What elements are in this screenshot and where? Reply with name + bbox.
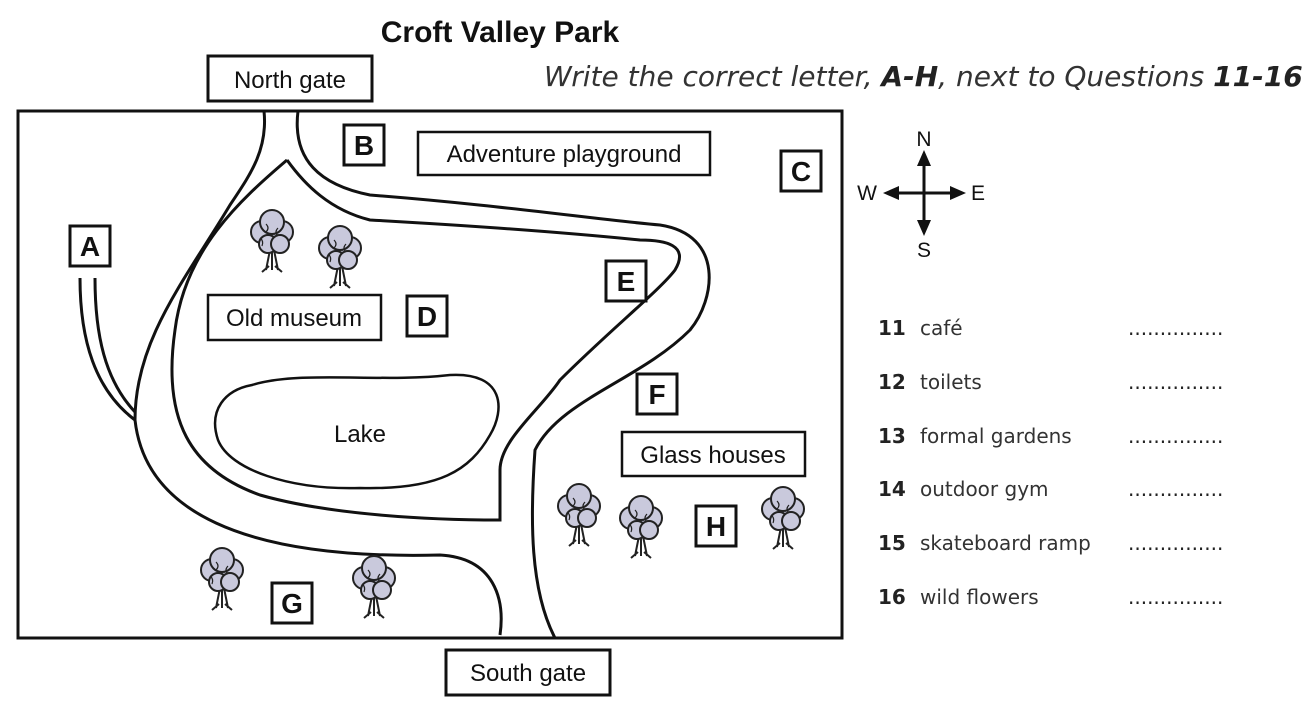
letter-f-box: F: [635, 372, 679, 416]
tree-icon: [200, 547, 244, 611]
question-row: 16 wild flowers ...............: [878, 581, 1238, 635]
tree-icon: [352, 555, 396, 619]
question-text: skateboard ramp: [920, 531, 1091, 556]
letter-e: E: [617, 266, 636, 297]
letter-b: B: [354, 130, 374, 161]
letter-h: H: [706, 511, 726, 542]
question-text: wild flowers: [920, 584, 1039, 609]
question-text: outdoor gym: [920, 477, 1049, 502]
answer-blank[interactable]: ...............: [1128, 369, 1224, 394]
tree-icon: [761, 486, 805, 550]
compass-icon: [883, 150, 966, 236]
lake-label: Lake: [334, 421, 386, 448]
letter-e-box: E: [604, 259, 648, 303]
letter-d-box: D: [405, 294, 449, 338]
compass-east-label: E: [971, 182, 985, 205]
question-number: 15: [878, 531, 906, 556]
north-gate: North gate: [206, 54, 374, 103]
letter-g: G: [281, 588, 303, 619]
answer-blank[interactable]: ...............: [1128, 316, 1224, 340]
letter-f: F: [648, 379, 665, 410]
adventure-playground: Adventure playground: [416, 130, 712, 177]
question-row: 12 toilets ...............: [878, 366, 1238, 420]
compass-south-label: S: [917, 239, 931, 262]
park-boundary: [16, 109, 844, 640]
old-museum: Old museum: [206, 293, 383, 342]
letter-a-box: A: [68, 224, 112, 268]
answer-blank[interactable]: ...............: [1128, 477, 1224, 502]
adventure-playground-label: Adventure playground: [447, 141, 682, 168]
glass-houses: Glass houses: [620, 430, 807, 478]
letter-c: C: [791, 156, 811, 187]
glass-houses-label: Glass houses: [640, 442, 785, 469]
tree-icon: [557, 483, 601, 547]
question-row: 15 skateboard ramp ...............: [878, 527, 1238, 581]
instruction-middle: , next to Questions: [938, 60, 1214, 93]
instruction-text: Write the correct letter, A-H, next to Q…: [544, 60, 1303, 93]
question-row: 13 formal gardens ...............: [878, 420, 1238, 474]
park-paths: [78, 110, 711, 639]
letter-h-box: H: [694, 504, 738, 548]
tree-icon: [318, 225, 362, 289]
question-number: 14: [878, 477, 906, 502]
question-text: formal gardens: [920, 423, 1072, 448]
south-gate-label: South gate: [470, 660, 586, 687]
letter-b-box: B: [342, 123, 386, 167]
map-title: Croft Valley Park: [381, 16, 620, 49]
question-number: 11: [878, 316, 906, 340]
instruction-prefix: Write the correct letter,: [544, 60, 882, 93]
tree-icon: [619, 495, 663, 559]
answer-blank[interactable]: ...............: [1128, 531, 1224, 556]
letter-c-box: C: [779, 149, 823, 193]
question-number: 16: [878, 584, 906, 609]
letter-g-box: G: [270, 581, 314, 625]
question-number: 12: [878, 369, 906, 394]
letter-a: A: [80, 231, 100, 262]
question-row: 11 café ...............: [878, 312, 1238, 366]
question-row: 14 outdoor gym ...............: [878, 473, 1238, 527]
question-text: café: [920, 316, 963, 340]
compass-north-label: N: [916, 128, 931, 151]
instruction-questions: 11-16: [1213, 60, 1303, 93]
old-museum-label: Old museum: [226, 305, 362, 332]
question-list: 11 café ............... 12 toilets .....…: [878, 312, 1238, 635]
question-number: 13: [878, 423, 906, 448]
north-gate-label: North gate: [234, 67, 346, 94]
instruction-range: A-H: [881, 60, 939, 93]
compass-west-label: W: [857, 182, 877, 205]
tree-icon: [250, 209, 294, 273]
question-text: toilets: [920, 369, 982, 394]
answer-blank[interactable]: ...............: [1128, 423, 1224, 448]
answer-blank[interactable]: ...............: [1128, 584, 1224, 609]
south-gate: South gate: [444, 648, 612, 697]
letter-d: D: [417, 301, 437, 332]
